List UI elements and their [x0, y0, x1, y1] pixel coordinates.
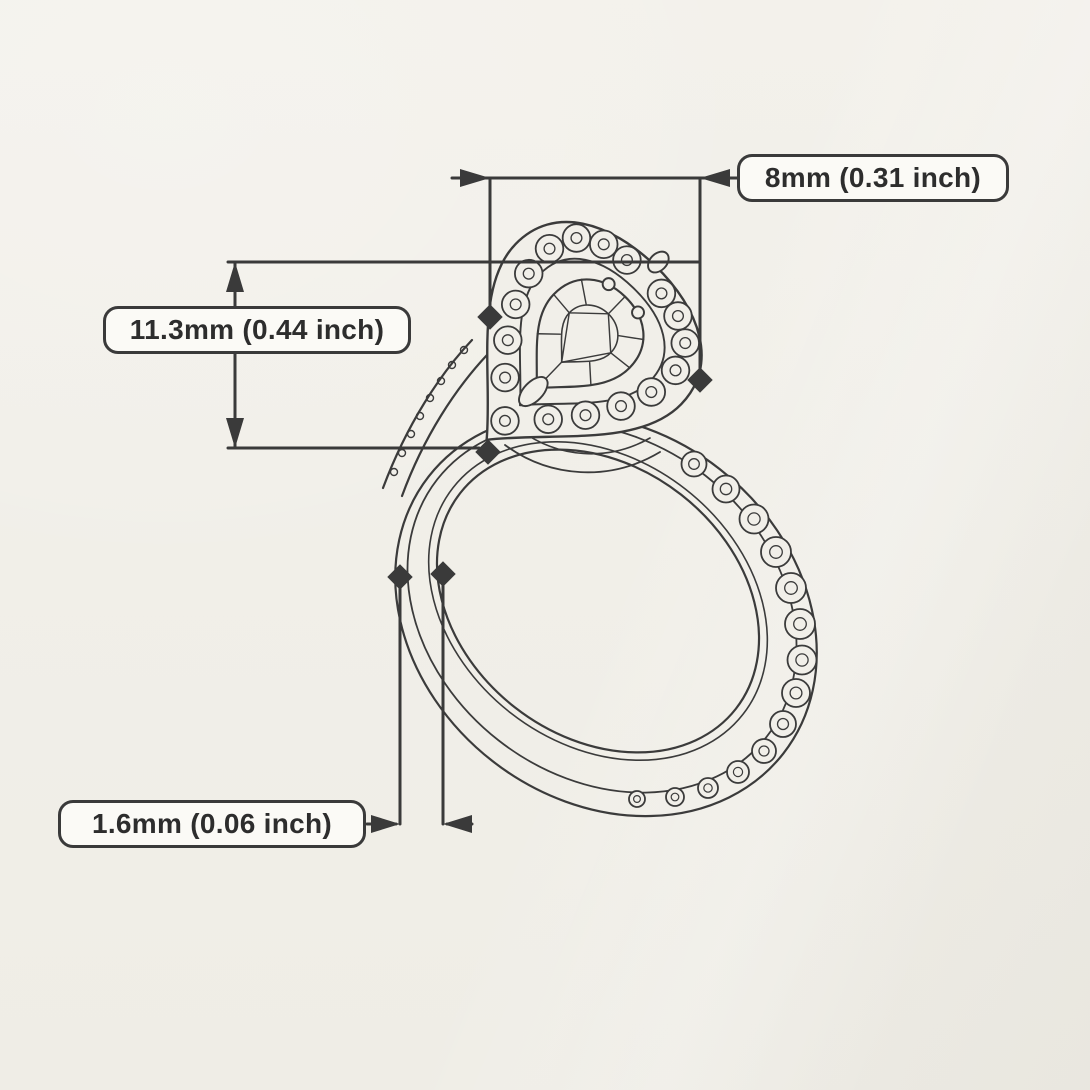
width-dimension	[450, 169, 739, 393]
height-dimension-label: 11.3mm (0.44 inch)	[103, 306, 411, 354]
gallery-curve-inner	[519, 429, 651, 455]
width-arrow-left	[460, 169, 490, 187]
band-mid-edge	[406, 422, 798, 794]
band-inner-edge	[435, 448, 761, 754]
dimension-annotations	[226, 169, 739, 833]
prongs	[518, 250, 670, 408]
width-dimension-label: 8mm (0.31 inch)	[737, 154, 1009, 202]
ring-head	[485, 220, 703, 442]
band-dimension	[365, 561, 474, 833]
pave-stones	[628, 450, 818, 808]
band-dimension-label: 1.6mm (0.06 inch)	[58, 800, 366, 848]
ring-band	[381, 338, 818, 818]
shoulder-accent-stones	[389, 345, 469, 477]
band-shoulder-inner	[400, 353, 489, 498]
side-prong-right	[631, 305, 645, 320]
side-prong-left	[601, 277, 616, 292]
band-outer-edge	[394, 412, 818, 818]
center-stone-facets	[535, 278, 645, 389]
band-arrow-left	[371, 815, 400, 833]
tip-prong	[518, 375, 549, 408]
width-arrow-right	[700, 169, 730, 187]
height-arrow-down	[226, 418, 244, 448]
band-inner-wall	[427, 440, 769, 762]
width-marker-left	[477, 304, 503, 330]
height-arrow-up	[226, 262, 244, 292]
gallery-curve-outer	[504, 444, 661, 474]
halo-stones	[490, 223, 700, 436]
band-marker-outer	[387, 564, 413, 590]
height-dimension	[226, 260, 702, 465]
width-marker-right	[687, 367, 713, 393]
height-marker-bottom	[475, 439, 501, 465]
band-marker-inner	[430, 561, 456, 587]
band-arrow-right	[443, 815, 472, 833]
center-stone	[535, 278, 645, 390]
band-shoulder-outer	[381, 338, 474, 490]
